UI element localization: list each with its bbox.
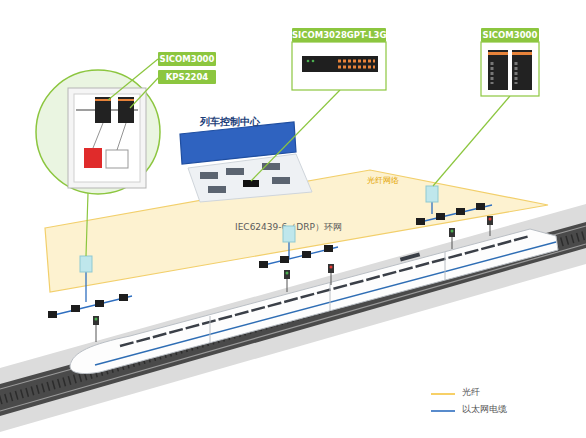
- product-panel: [481, 42, 539, 96]
- operator-desk: [200, 172, 218, 179]
- field-device: [71, 305, 80, 312]
- rack-switch: [302, 56, 378, 72]
- field-device: [259, 261, 268, 268]
- car-joint: [330, 283, 331, 311]
- field-device: [456, 208, 465, 215]
- din-switch: [488, 50, 508, 90]
- pantograph: [400, 252, 420, 261]
- legend: 光纤以太网电缆: [430, 387, 580, 421]
- product-panel: [292, 42, 386, 90]
- leader-line: [108, 59, 158, 100]
- switch-ports: [491, 62, 494, 84]
- field-device: [95, 300, 104, 307]
- legend-line-sample: [430, 388, 456, 400]
- signal-head: [93, 316, 99, 325]
- signal-head: [284, 270, 290, 279]
- field-device: [436, 213, 445, 220]
- switch-ports: [338, 66, 375, 69]
- signal-lamp: [451, 230, 454, 233]
- din-switch: [512, 50, 532, 90]
- wire: [117, 123, 126, 150]
- ethernet-cable: [431, 202, 432, 214]
- wire: [93, 123, 103, 148]
- field-switch: [426, 186, 438, 202]
- field-switch: [283, 226, 295, 242]
- product-name: SICOM3028GPT-L3G: [292, 28, 386, 42]
- terminal-block: [106, 150, 128, 168]
- zoom-circle: [36, 70, 160, 194]
- ethernet-cable: [85, 272, 86, 302]
- switch-ports: [515, 62, 518, 84]
- car-joint: [445, 252, 446, 280]
- product-callout: SICOM3000: [481, 28, 539, 42]
- legend-row: 光纤: [430, 387, 580, 401]
- node-shape: [180, 122, 296, 164]
- device-stripe: [118, 99, 134, 101]
- product-name: KPS2204: [158, 70, 216, 84]
- red-module: [84, 148, 102, 168]
- rail: [0, 244, 586, 411]
- product-name: SICOM3000: [481, 28, 539, 42]
- device-stripe: [512, 52, 532, 55]
- legend-line: [431, 410, 455, 412]
- field-device: [280, 256, 289, 263]
- field-device: [119, 294, 128, 301]
- product-name: SICOM3000: [158, 52, 216, 66]
- power-device: [118, 97, 134, 123]
- device-stripe: [488, 52, 508, 55]
- signal-head: [328, 264, 334, 273]
- band-heading: 光纤网络: [367, 176, 399, 185]
- status-led: [312, 60, 315, 63]
- signal-head: [449, 228, 455, 237]
- field-device: [302, 251, 311, 258]
- legend-label: 以太网电缆: [462, 404, 507, 414]
- signal-lamp: [489, 218, 492, 221]
- operator-desk: [226, 168, 244, 175]
- field-device: [416, 218, 425, 225]
- field-device: [476, 203, 485, 210]
- field-switch: [80, 256, 92, 272]
- center-title: 列车控制中心: [200, 116, 260, 128]
- operator-desk: [208, 186, 226, 193]
- switch-ports: [338, 60, 375, 63]
- product-callout: SICOM3000: [158, 52, 216, 66]
- signal-head: [487, 216, 493, 225]
- signal-lamp: [95, 318, 98, 321]
- ethernet-cable: [288, 242, 289, 258]
- status-led: [307, 60, 310, 63]
- legend-line: [431, 393, 455, 395]
- signal-lamp: [286, 272, 289, 275]
- field-device: [48, 311, 57, 318]
- field-device: [324, 245, 333, 252]
- legend-label: 光纤: [462, 387, 480, 397]
- node-shape: [45, 170, 548, 292]
- core-switch: [243, 180, 259, 187]
- operator-desk: [272, 177, 290, 184]
- legend-row: 以太网电缆: [430, 404, 580, 418]
- signal-lamp: [330, 266, 333, 269]
- car-joint: [210, 316, 211, 343]
- product-callout: SICOM3028GPT-L3G: [292, 28, 386, 42]
- legend-line-sample: [430, 405, 456, 417]
- leader-line: [130, 78, 158, 108]
- product-callout: KPS2204: [158, 70, 216, 84]
- leader-line: [433, 96, 510, 186]
- switch-device: [95, 97, 111, 123]
